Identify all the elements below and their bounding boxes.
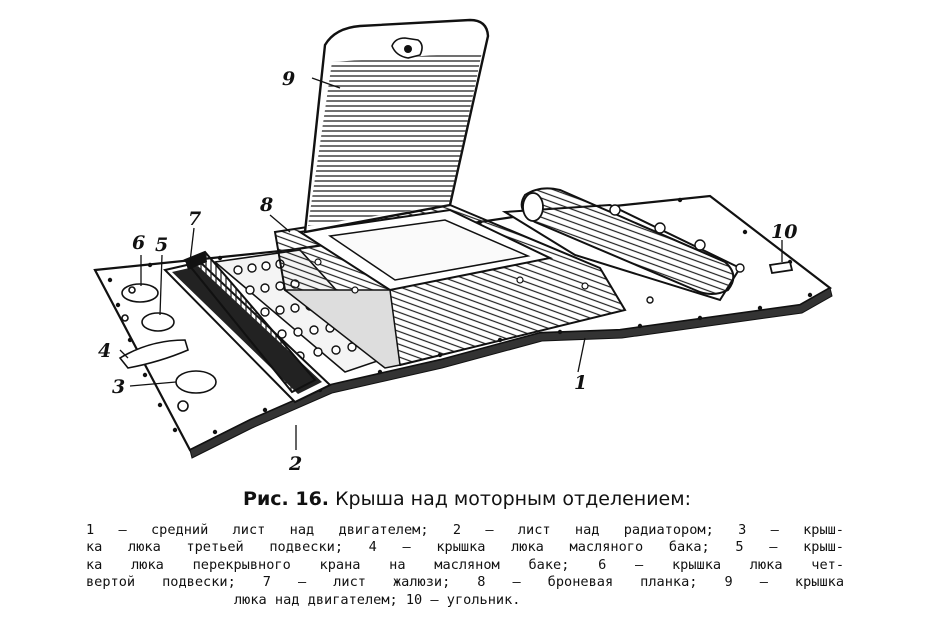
callout-6: 6 bbox=[132, 232, 146, 254]
callout-1: 1 bbox=[574, 372, 588, 394]
callout-5: 5 bbox=[155, 234, 169, 256]
legend-line: 1 — средний лист над двигателем; 2 — лис… bbox=[86, 522, 844, 538]
figure-caption-title: Рис. 16. Крыша над моторным отделением: bbox=[0, 488, 934, 510]
legend-line: люка над двигателем; 10 — угольник. bbox=[234, 591, 521, 608]
callout-9: 9 bbox=[282, 68, 296, 90]
hatch-cover-4th-suspension bbox=[121, 283, 159, 303]
figure-legend: 1 — средний лист над двигателем; 2 — лис… bbox=[86, 522, 844, 609]
engine-hatch-lid bbox=[303, 18, 490, 234]
small-hatch-covers bbox=[118, 283, 217, 412]
callout-7: 7 bbox=[188, 208, 202, 230]
hatch-cover-3rd-suspension bbox=[175, 370, 217, 394]
legend-line: ка люка перекрывного крана на масляном б… bbox=[86, 556, 844, 573]
corner-angle-piece bbox=[768, 260, 794, 275]
callout-8: 8 bbox=[260, 194, 274, 216]
callout-10: 10 bbox=[771, 221, 798, 243]
hatch-cover-oil-valve bbox=[141, 312, 175, 332]
legend-line: ка люка третьей подвески; 4 — крышка люк… bbox=[86, 539, 844, 556]
figure-number: Рис. 16. bbox=[243, 488, 330, 510]
louvre-sheet bbox=[163, 250, 332, 404]
callout-2: 2 bbox=[289, 453, 303, 475]
legend-line: вертой подвески; 7 — лист жалюзи; 8 — бр… bbox=[86, 574, 844, 591]
callout-3: 3 bbox=[112, 376, 126, 398]
figure-title: Крыша над моторным отделением: bbox=[335, 488, 691, 510]
callout-4: 4 bbox=[98, 340, 112, 362]
hatch-cover-oil-tank bbox=[118, 339, 189, 369]
right-armour-cylinder bbox=[501, 187, 745, 304]
leader-lines bbox=[119, 77, 783, 450]
engine-roof-drawing bbox=[93, 18, 833, 459]
engine-roof-illustration: 9 8 7 6 5 4 3 2 1 10 bbox=[93, 18, 833, 475]
engine-hatch-housing bbox=[273, 203, 627, 369]
